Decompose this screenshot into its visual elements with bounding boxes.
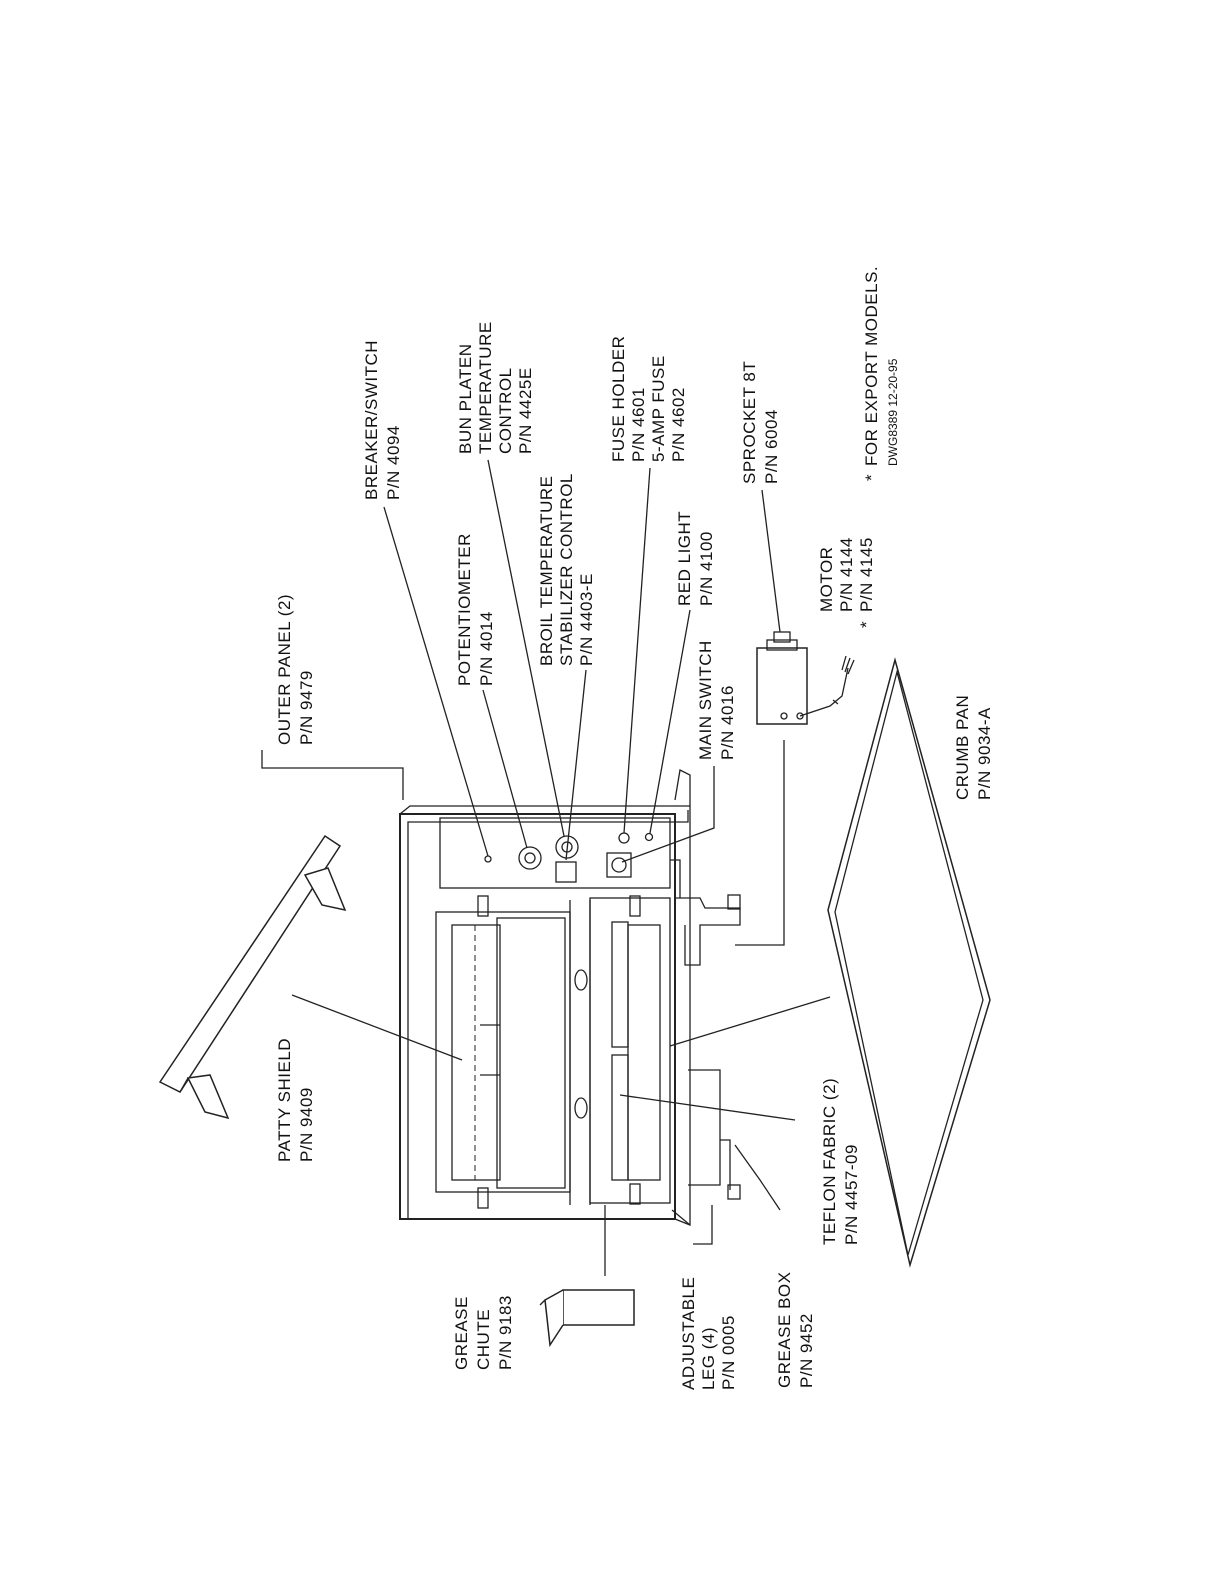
potentiometer-label-line-2: P/N 4014 <box>477 611 496 686</box>
potentiometer-knob <box>518 846 542 870</box>
export-note-star: * <box>862 474 881 481</box>
broil-temp-label-line-3: P/N 4403-E <box>577 573 596 666</box>
outer-panel-edge <box>674 769 691 1226</box>
bun-platen-label-line-4: P/N 4425E <box>516 367 535 454</box>
bun-platen-label-line-2: TEMPERATURE <box>476 321 495 454</box>
drawing-number: DWG8389 12-20-95 <box>886 358 900 466</box>
main-switch <box>611 857 627 873</box>
adjustable-leg-label-line-2: LEG (4) <box>699 1327 718 1390</box>
red-light <box>644 832 654 842</box>
motor-label-line-1: MOTOR <box>817 547 836 612</box>
outer-panel-label-line-1: OUTER PANEL (2) <box>275 594 294 745</box>
grease-chute-label-line-1: GREASE <box>452 1296 471 1370</box>
motor-label-line-3: P/N 4145 <box>857 537 876 612</box>
leg <box>727 1184 741 1200</box>
motor-housing <box>675 897 741 966</box>
main-switch-label-line-1: MAIN SWITCH <box>696 640 715 760</box>
crumb-pan <box>827 657 991 1268</box>
grease-chute-label-line-3: P/N 9183 <box>496 1295 515 1370</box>
main-switch-label-line-2: P/N 4016 <box>718 685 737 760</box>
breaker-switch-label-line-1: BREAKER/SWITCH <box>362 340 381 500</box>
bun-platen-knob <box>555 835 579 859</box>
teflon-fabric-label-line-1: TEFLON FABRIC (2) <box>820 1078 839 1245</box>
breaker-switch-label-line-2: P/N 4094 <box>384 425 403 500</box>
breaker-switch <box>484 855 492 863</box>
main-switch-box <box>606 852 632 878</box>
leg <box>727 894 741 910</box>
broil-temp-label-line-1: BROIL TEMPERATURE <box>537 476 556 667</box>
fuse-holder <box>618 832 630 844</box>
grease-box <box>688 1069 721 1186</box>
grease-chute-label-line-2: CHUTE <box>474 1309 493 1370</box>
sprocket-label-line-1: SPROCKET 8T <box>740 361 759 484</box>
grease-box-label-line-1: GREASE BOX <box>775 1272 794 1388</box>
fuse-holder-label-line-2: P/N 4601 <box>629 387 648 462</box>
teflon-fabric-label-line-2: P/N 4457-09 <box>842 1144 861 1245</box>
motor-export-star: * <box>857 621 876 628</box>
grease-box-label-line-2: P/N 9452 <box>797 1313 816 1388</box>
stabilizer-control <box>555 861 577 883</box>
fuse-holder-label-line-1: FUSE HOLDER <box>609 336 628 462</box>
red-light-label-line-1: RED LIGHT <box>675 511 694 606</box>
export-note: FOR EXPORT MODELS. <box>862 266 881 466</box>
crumb-pan-label-line-1: CRUMB PAN <box>953 695 972 800</box>
leader-lines <box>261 459 831 1276</box>
main-unit <box>399 769 741 1226</box>
left-conveyor <box>435 911 571 1193</box>
grease-chute <box>539 1289 635 1348</box>
patty-shield <box>158 834 347 1120</box>
adjustable-leg-label-line-3: P/N 0005 <box>719 1315 738 1390</box>
sprocket-label-line-2: P/N 6004 <box>762 409 781 484</box>
crumb-pan-label-line-2: P/N 9034-A <box>975 707 994 800</box>
bun-platen-label-line-1: BUN PLATEN <box>456 344 475 455</box>
red-light-label-line-2: P/N 4100 <box>697 531 716 606</box>
potentiometer-label-line-1: POTENTIOMETER <box>455 533 474 686</box>
patty-shield-label-line-1: PATTY SHIELD <box>275 1038 294 1162</box>
fuse-holder-label-line-4: P/N 4602 <box>669 387 688 462</box>
bun-platen-label-line-3: CONTROL <box>496 367 515 454</box>
adjustable-leg-label-line-1: ADJUSTABLE <box>679 1277 698 1390</box>
motor <box>756 631 855 725</box>
fuse-holder-label-line-3: 5-AMP FUSE <box>649 355 668 462</box>
broil-temp-label-line-2: STABILIZER CONTROL <box>557 473 576 666</box>
patty-shield-label-line-2: P/N 9409 <box>297 1087 316 1162</box>
right-conveyor <box>589 897 671 1204</box>
outer-panel-label-line-2: P/N 9479 <box>297 670 316 745</box>
control-panel <box>439 817 671 889</box>
motor-label-line-2: P/N 4144 <box>837 537 856 612</box>
